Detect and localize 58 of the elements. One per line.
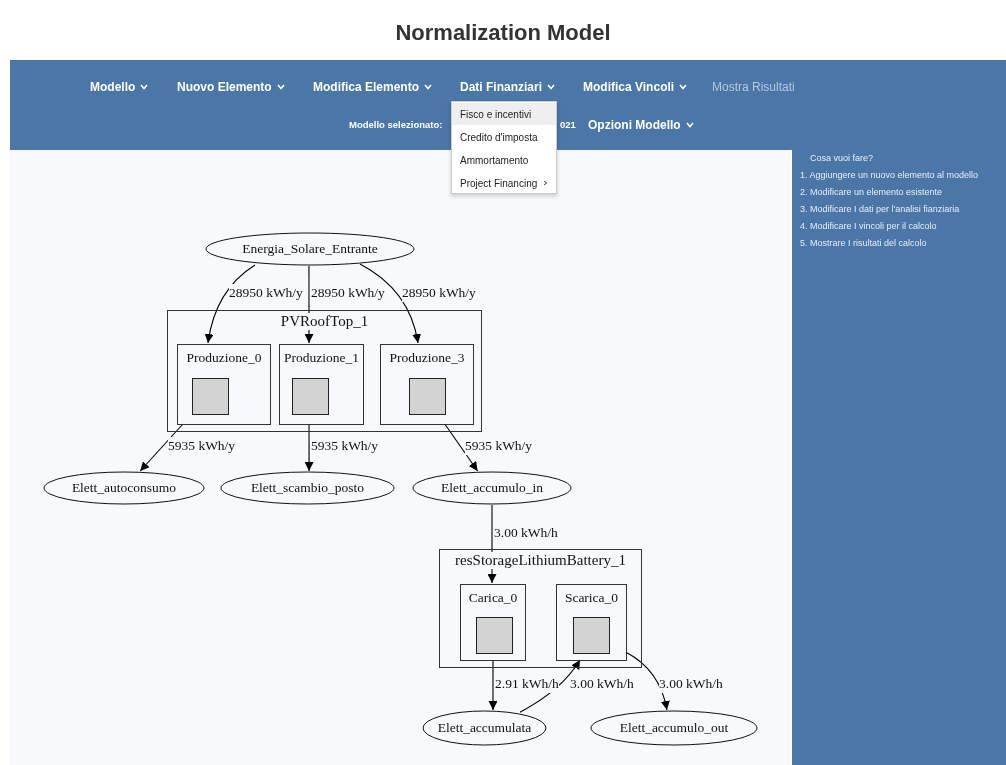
square-symbol (409, 378, 446, 415)
menu-option: Credito d'imposta (452, 126, 556, 148)
process-box (279, 344, 364, 425)
node-label: Elett_autoconsumo (71, 480, 177, 496)
arrow (139, 423, 184, 472)
ellipse-node (422, 710, 547, 746)
menu-item: Dati Finanziari (460, 80, 555, 94)
node-label: resStorageLithiumBattery_1 (453, 552, 628, 569)
instruction-text: 5. Mostrare I risultati del calcolo (800, 238, 927, 248)
menu-option: Project Financing (452, 172, 556, 194)
menu-option: Ammortamento (452, 149, 556, 171)
node-label: Produzione_3 (387, 350, 467, 366)
group-box (439, 549, 642, 668)
ellipse-node (590, 710, 758, 746)
square-symbol (476, 617, 513, 654)
node-label: Elett_scambio_posto (250, 480, 365, 496)
node-label: Elett_accumulo_out (619, 720, 729, 736)
arrow (204, 264, 256, 344)
square-symbol (192, 378, 229, 415)
arrow (359, 263, 421, 344)
edge-label: 5935 kWh/y (168, 437, 236, 455)
menu-item: Mostra Risultati (712, 80, 795, 94)
ellipse-node (205, 232, 415, 266)
arrow (304, 423, 314, 472)
menu-item: Opzioni Modello (588, 118, 694, 132)
ellipse-node (220, 471, 395, 505)
process-box (177, 344, 271, 425)
square-symbol (573, 617, 610, 654)
arrow (444, 423, 479, 472)
menu-item: Modifica Vincoli (583, 80, 688, 94)
arrow (625, 651, 670, 711)
arrow (488, 659, 498, 711)
page-title: Normalization Model (394, 20, 612, 46)
menu-item: Modifica Elemento (313, 80, 432, 94)
node-label: Elett_accumulo_in (441, 480, 543, 496)
node-label: Energia_Solare_Entrante (242, 241, 378, 257)
ellipse-node (412, 471, 572, 505)
status-text: 021 (560, 119, 576, 130)
edge-label: 28950 kWh/y (229, 284, 303, 302)
ellipse-node (43, 471, 205, 505)
process-box (380, 344, 474, 425)
group-box (167, 310, 482, 432)
node-label: Elett_accumulata (437, 720, 532, 736)
square-symbol (292, 378, 329, 415)
node-label: PVRoofTop_1 (278, 313, 371, 330)
node-label: Produzione_1 (282, 350, 361, 366)
instruction-text: 4. Modificare I vincoli per il calcolo (800, 221, 937, 231)
instruction-text: 1. Aggiungere un nuovo elemento al modello (800, 170, 979, 180)
node-label: Produzione_0 (184, 350, 264, 366)
process-box (460, 584, 526, 661)
instruction-text: 2. Modificare un elemento esistente (800, 187, 943, 197)
instruction-text: 3. Modificare I dati per l'analisi fianziaria (800, 204, 960, 214)
menu-option: Fisco e incentivi (452, 103, 556, 125)
status-text: Modello selezionato: (349, 119, 443, 130)
menu-item: Nuovo Elemento (177, 80, 285, 94)
process-box (556, 584, 627, 661)
heading-text: Cosa vuoi fare? (810, 153, 874, 163)
menu-item: Modello (90, 80, 149, 94)
